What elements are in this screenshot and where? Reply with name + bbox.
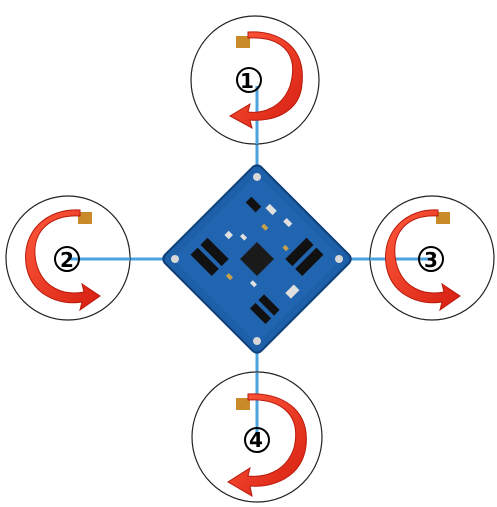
- motor-label-3: 3: [424, 248, 438, 272]
- motor-2: 2: [25, 209, 101, 312]
- motor-label-1: 1: [240, 69, 254, 93]
- motor-3: 3: [385, 209, 461, 312]
- motor-4: 4: [227, 393, 307, 497]
- rotation-arrow-icon: [228, 31, 303, 129]
- motor-label-2: 2: [60, 248, 74, 272]
- rotation-arrow-icon: [227, 393, 307, 497]
- motor-label-4: 4: [249, 428, 263, 452]
- rotation-arrow-icon: [385, 209, 461, 312]
- rotation-arrow-icon: [25, 209, 101, 312]
- motor-1: 1: [228, 31, 303, 129]
- flight-controller-board: [162, 164, 352, 354]
